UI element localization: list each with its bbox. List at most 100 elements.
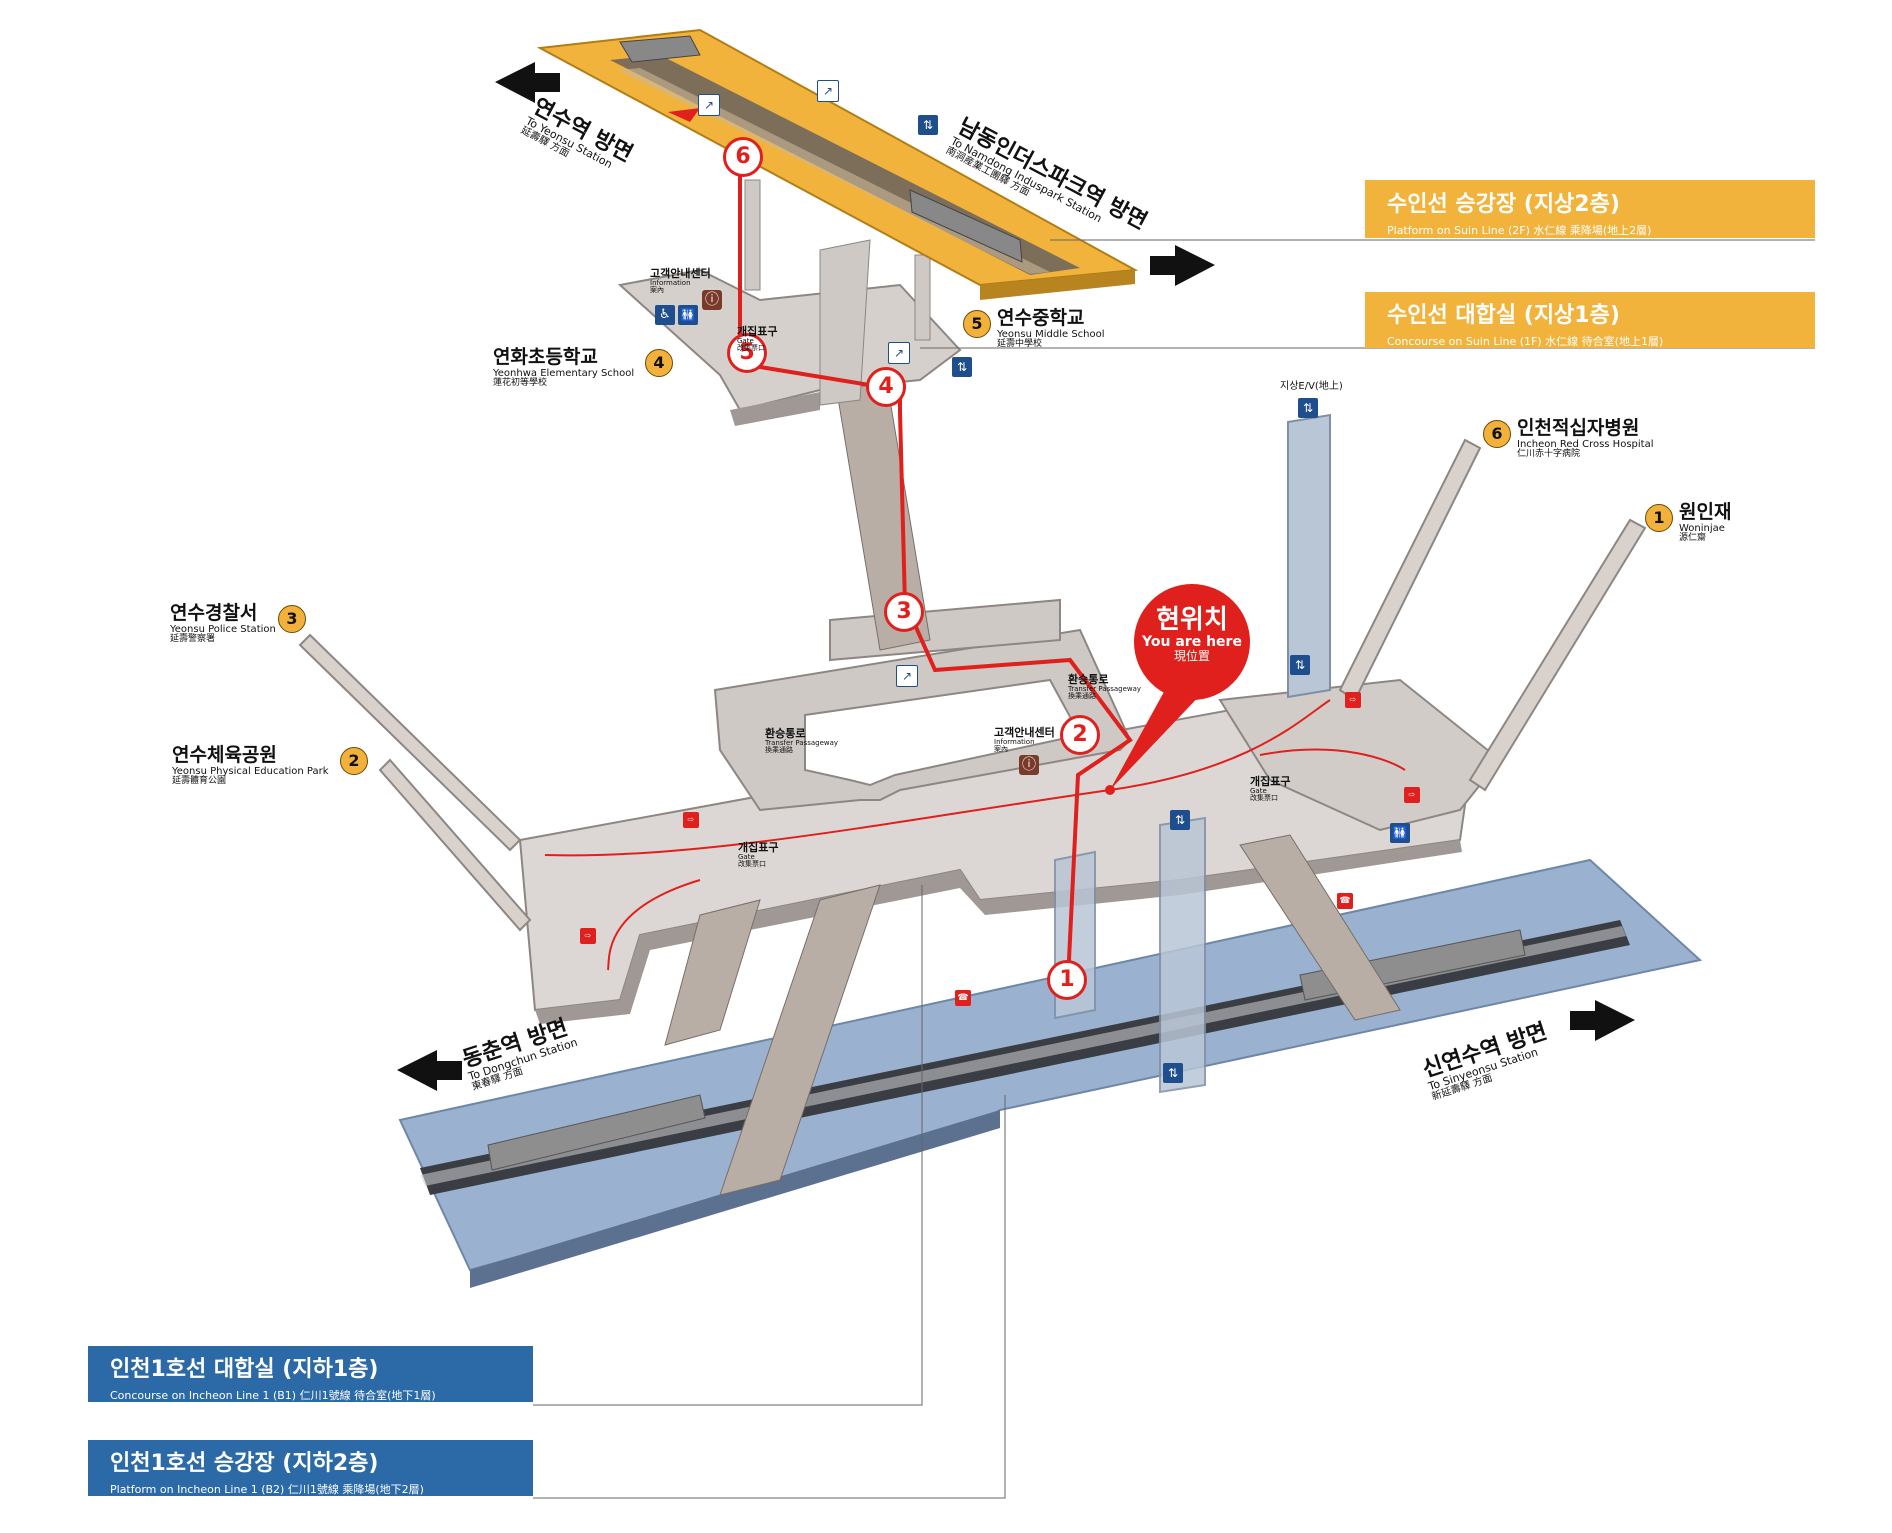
banner-suin-platform-sub: Platform on Suin Line (2F) 水仁線 乘降場(地上2層) [1387, 224, 1652, 237]
banner-incheon1-concourse: 인천1호선 대합실 (지하1층) Concourse on Incheon Li… [88, 1346, 533, 1402]
exit-sign-icon: ⇨ [580, 928, 596, 944]
gate-b1-left-hz: 改集票口 [738, 859, 766, 868]
elevator-icon: ⇅ [1298, 398, 1318, 418]
emergency-phone-icon: ☎ [1337, 893, 1353, 909]
exit-3-ko: 연수경찰서 [170, 602, 258, 624]
exit-sign-icon: ⇨ [683, 812, 699, 828]
exit-2-ko: 연수체육공원 [172, 744, 277, 766]
exit-3-en: Yeonsu Police Station [170, 623, 276, 635]
leader-lines [533, 239, 1815, 1499]
route-step-6: 6 [723, 137, 763, 177]
b2-platform [398, 858, 1703, 1288]
escalator-icon: ↗ [817, 80, 839, 102]
exit-1-badge: 1 [1645, 504, 1673, 532]
restroom-icon: 🚻 [678, 305, 698, 325]
banner-incheon1-concourse-sub: Concourse on Incheon Line 1 (B1) 仁川1號線 待… [110, 1389, 436, 1402]
restroom-icon: 🚻 [1390, 823, 1410, 843]
emergency-phone-icon: ☎ [955, 990, 971, 1006]
transfer-passage-left-ko: 환승통로 [765, 727, 806, 740]
exit-5-hz: 延壽中學校 [997, 338, 1043, 349]
exit-3-hz: 延壽警察署 [170, 633, 216, 644]
elevator-icon: ⇅ [952, 357, 972, 377]
you-are-here-label: 현위치 You are here 現位置 [1134, 606, 1250, 663]
route-step-4: 4 [866, 367, 906, 407]
exit-5-badge: 5 [963, 310, 991, 338]
transfer-passage-right: 환승통로 Transfer Passageway 換乘通路 [1068, 674, 1141, 700]
exit-1-ko: 원인재 [1679, 501, 1732, 523]
info-center-b1-hz: 案內 [994, 744, 1008, 753]
escalator-icon: ↗ [888, 342, 910, 364]
exit-sign-icon: ⇨ [1404, 787, 1420, 803]
gate-1f-hz: 改集票口 [737, 343, 765, 352]
exit-4-hz: 蓮花初等學校 [493, 377, 548, 388]
exit-5-en: Yeonsu Middle School [997, 328, 1105, 340]
exit-2-en: Yeonsu Physical Education Park [172, 765, 329, 777]
info-icon: ⓘ [1019, 755, 1039, 775]
exit-6-en: Incheon Red Cross Hospital [1517, 438, 1654, 450]
exit-2-hz: 延壽體育公園 [172, 775, 227, 786]
exit-6-label: 6 인천적십자병원 Incheon Red Cross Hospital 仁川赤… [1483, 418, 1653, 460]
route-arrowhead [668, 108, 700, 122]
gate-b1-left: 개집표구 Gate 改集票口 [738, 842, 778, 868]
banner-incheon1-platform: 인천1호선 승강장 (지하2층) Platform on Incheon Lin… [88, 1440, 533, 1496]
banner-incheon1-concourse-title: 인천1호선 대합실 (지하1층) [110, 1357, 379, 1382]
exit-5-label: 5 연수중학교 Yeonsu Middle School 延壽中學校 [963, 308, 1105, 350]
gate-1f: 개집표구 Gate 改集票口 [737, 326, 777, 352]
info-center-1f-ko: 고객안내센터 [650, 267, 711, 280]
escalators-b2 [664, 834, 1401, 1196]
banner-suin-concourse-title: 수인선 대합실 (지상1층) [1387, 303, 1620, 328]
escalator-icon: ↗ [896, 665, 918, 687]
exit-stairs [298, 438, 1647, 932]
route-step-3: 3 [884, 592, 924, 632]
gate-b1-right: 개집표구 Gate 改集票口 [1250, 776, 1290, 802]
elevator-icon: ⇅ [1170, 810, 1190, 830]
info-center-b1: 고객안내센터 Information 案內 [994, 727, 1055, 753]
exit-4-en: Yeonhwa Elementary School [493, 367, 635, 379]
transfer-passage-left: 환승통로 Transfer Passageway 換乘通路 [765, 728, 838, 754]
exit-1-label: 1 원인재 Woninjae 源仁齋 [1645, 502, 1731, 544]
gate-b1-left-en: Gate [738, 852, 755, 861]
info-center-b1-ko: 고객안내센터 [994, 726, 1055, 739]
exit-4-label: 연화초등학교 Yeonhwa Elementary School 蓮花初等學校 … [493, 346, 673, 389]
exit-1-en: Woninjae [1679, 522, 1725, 534]
banner-incheon1-platform-sub: Platform on Incheon Line 1 (B2) 仁川1號線 乘降… [110, 1483, 424, 1496]
banner-suin-concourse: 수인선 대합실 (지상1층) Concourse on Suin Line (1… [1365, 292, 1815, 348]
transfer-passage-left-hz: 換乘通路 [765, 745, 793, 754]
transfer-passage-left-en: Transfer Passageway [765, 738, 839, 747]
exit-sign-icon: ⇨ [1345, 692, 1361, 708]
exit-6-ko: 인천적십자병원 [1517, 417, 1640, 439]
elevator-icon: ⇅ [918, 115, 938, 135]
you-are-here-hz: 現位置 [1173, 648, 1210, 663]
escalator-icon: ↗ [698, 94, 720, 116]
exit-4-badge: 4 [645, 349, 673, 377]
info-center-1f-hz: 案內 [650, 285, 664, 294]
info-icon: ⓘ [702, 290, 722, 310]
exit-1-hz: 源仁齋 [1679, 532, 1707, 543]
exit-5-ko: 연수중학교 [997, 307, 1085, 329]
ground-ev-label: 지상E/V(地上) [1280, 381, 1343, 392]
banner-suin-platform: 수인선 승강장 (지상2층) Platform on Suin Line (2F… [1365, 180, 1815, 238]
info-center-1f: 고객안내센터 Information 案內 [650, 268, 711, 294]
you-are-here-pin [1105, 584, 1250, 795]
transfer-passage-right-en: Transfer Passageway [1068, 684, 1142, 693]
wheelchair-icon: ♿ [655, 305, 675, 325]
banner-suin-concourse-sub: Concourse on Suin Line (1F) 水仁線 待合室(地上1層… [1387, 335, 1664, 348]
pillars [744, 179, 931, 406]
exit-4-ko: 연화초등학교 [493, 346, 598, 368]
route-step-2: 2 [1060, 715, 1100, 755]
exit-6-hz: 仁川赤十字病院 [1517, 448, 1581, 459]
gate-1f-ko: 개집표구 [737, 325, 778, 338]
you-are-here-ko: 현위치 [1156, 605, 1228, 635]
flow-arrows [544, 699, 1406, 971]
exit-3-label: 연수경찰서 Yeonsu Police Station 延壽警察署 3 [170, 602, 306, 645]
exit-3-badge: 3 [278, 605, 306, 633]
gate-b1-right-hz: 改集票口 [1250, 793, 1278, 802]
suin-platform [536, 28, 1139, 300]
info-center-b1-en: Information [994, 737, 1035, 746]
transfer-passage-right-hz: 換乘通路 [1068, 691, 1096, 700]
gate-b1-right-en: Gate [1250, 786, 1267, 795]
exit-6-badge: 6 [1483, 420, 1511, 448]
you-are-here-en: You are here [1142, 633, 1242, 650]
gate-b1-left-ko: 개집표구 [738, 841, 779, 854]
info-center-1f-en: Information [650, 278, 691, 287]
